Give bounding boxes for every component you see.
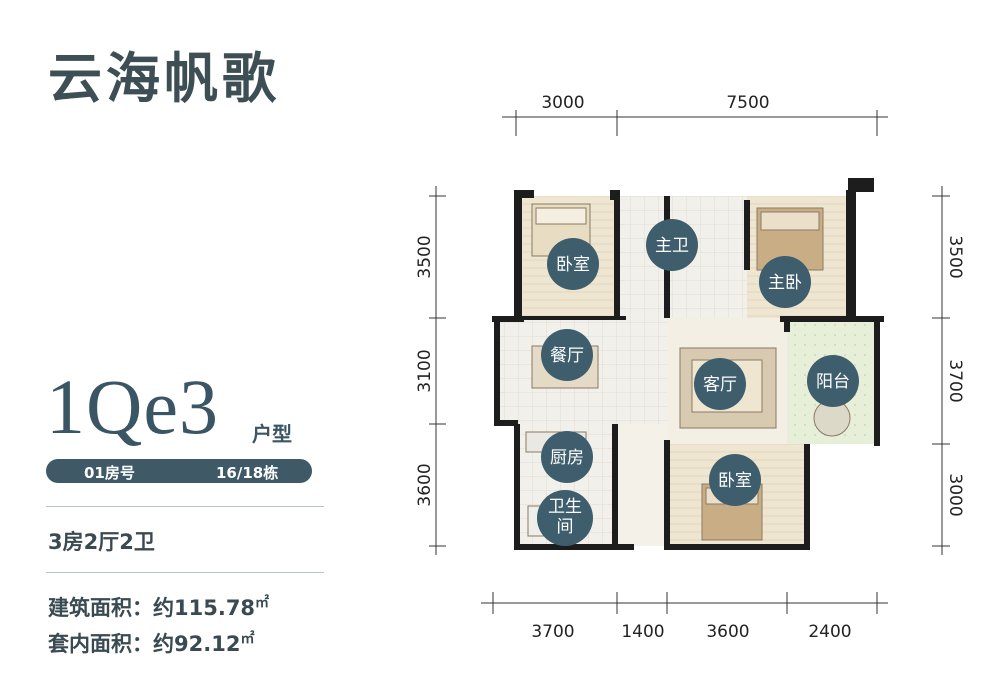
dim-right-3: 3000 xyxy=(945,473,965,516)
svg-text:卧室: 卧室 xyxy=(718,471,752,491)
building-area-label: 建筑面积：约 xyxy=(48,596,174,620)
project-title: 云海帆歌 xyxy=(48,46,280,110)
interior-area-value: 92.12 xyxy=(174,632,241,656)
room-master-bath: 主卫 xyxy=(646,219,698,271)
room-bedroom-nw: 卧室 xyxy=(547,238,599,290)
room-bathroom: 卫生 间 xyxy=(537,490,593,546)
dim-top-1: 3000 xyxy=(541,93,584,113)
building-number: 16/18栋 xyxy=(216,464,279,482)
building-area-unit: ㎡ xyxy=(255,595,270,611)
svg-text:卧室: 卧室 xyxy=(556,255,590,275)
unit-suffix: 户型 xyxy=(252,422,292,446)
dim-bottom-4: 2400 xyxy=(808,622,851,642)
svg-text:卫生: 卫生 xyxy=(548,497,582,517)
dim-right-2: 3700 xyxy=(945,359,965,402)
dimension-labels: 3000 7500 3700 1400 3600 2400 3500 3100 … xyxy=(415,93,965,642)
layout-text: 3房2厅2卫 xyxy=(48,530,155,554)
unit-code: 1Qe3 xyxy=(46,363,219,450)
room-dining: 餐厅 xyxy=(541,329,593,381)
interior-area-unit: ㎡ xyxy=(240,631,255,647)
dim-right-1: 3500 xyxy=(945,235,965,278)
interior-area-label: 套内面积：约 xyxy=(48,632,174,656)
room-master-bedroom: 主卧 xyxy=(759,256,811,308)
divider-bottom xyxy=(46,572,324,573)
building-area-value: 115.78 xyxy=(174,596,256,620)
room-badges: 卧室 主卫 主卧 餐厅 客厅 阳台 厨房 卫生 间 xyxy=(537,219,859,546)
svg-text:间: 间 xyxy=(557,517,574,537)
dim-bottom-1: 3700 xyxy=(531,622,574,642)
svg-text:主卫: 主卫 xyxy=(655,236,689,256)
room-balcony: 阳台 xyxy=(807,355,859,407)
svg-text:客厅: 客厅 xyxy=(703,375,737,395)
building-area: 建筑面积：约115.78㎡ xyxy=(48,592,269,622)
interior-area: 套内面积：约92.12㎡ xyxy=(48,628,254,658)
dim-left-3: 3600 xyxy=(415,463,435,506)
dimension-lines xyxy=(429,110,950,614)
svg-text:主卧: 主卧 xyxy=(768,273,802,293)
room-kitchen: 厨房 xyxy=(541,431,593,483)
dim-left-1: 3500 xyxy=(415,235,435,278)
svg-text:阳台: 阳台 xyxy=(816,372,850,392)
unit-tag-bar: 01房号 16/18栋 xyxy=(46,459,312,483)
room-bedroom-se: 卧室 xyxy=(709,454,761,506)
room-living: 客厅 xyxy=(694,358,746,410)
dim-bottom-3: 3600 xyxy=(706,622,749,642)
dim-top-2: 7500 xyxy=(726,93,769,113)
svg-text:餐厅: 餐厅 xyxy=(550,346,584,366)
dim-bottom-2: 1400 xyxy=(621,622,664,642)
svg-text:厨房: 厨房 xyxy=(550,448,584,468)
room-number: 01房号 xyxy=(84,464,135,482)
divider-top xyxy=(46,506,324,507)
dim-left-2: 3100 xyxy=(415,349,435,392)
